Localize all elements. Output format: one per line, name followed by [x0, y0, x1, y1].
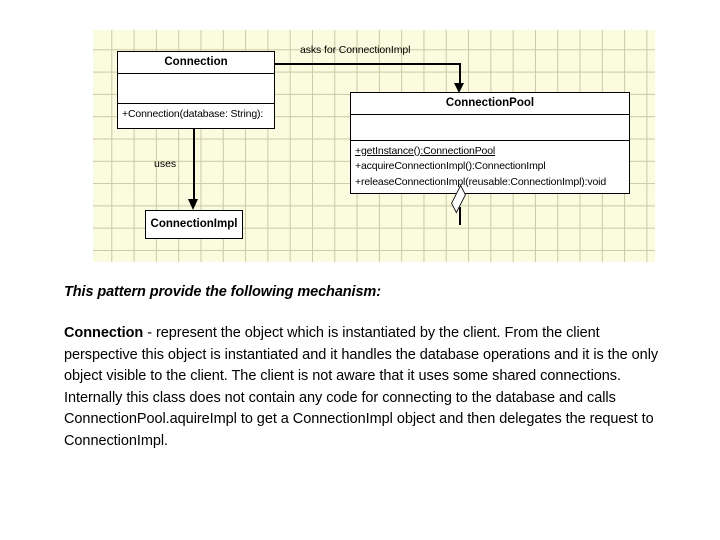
association-line-asks-horizontal	[275, 63, 461, 65]
aggregation-line-stem	[459, 207, 461, 225]
prose-section: This pattern provide the following mecha…	[64, 283, 664, 452]
prose-term: Connection	[64, 325, 144, 342]
class-name-connectionimpl: ConnectionImpl	[150, 217, 238, 230]
class-box-connectionimpl[interactable]: ConnectionImpl	[145, 210, 243, 239]
association-label-asks: asks for ConnectionImpl	[300, 44, 411, 56]
prose-heading: This pattern provide the following mecha…	[64, 284, 381, 300]
class-box-connectionpool[interactable]: ConnectionPool +getInstance():Connection…	[350, 92, 630, 194]
association-line-uses	[193, 128, 195, 202]
association-line-asks-vertical	[459, 63, 461, 88]
attributes-compartment-connection	[118, 72, 274, 103]
operations-compartment-connection: +Connection(database: String):	[118, 102, 274, 128]
arrowhead-icon-asks	[454, 83, 464, 93]
uml-diagram-canvas: Connection +Connection(database: String)…	[93, 30, 655, 262]
attributes-compartment-connectionpool	[351, 113, 629, 140]
class-name-connection: Connection	[164, 56, 228, 68]
operations-compartment-connectionpool: +getInstance():ConnectionPool +acquireCo…	[351, 139, 629, 194]
operation-row: +getInstance():ConnectionPool	[355, 144, 496, 157]
operation-row: +acquireConnectionImpl():ConnectionImpl	[355, 160, 546, 172]
prose-body-text: - represent the object which is instanti…	[64, 325, 659, 449]
class-box-connection[interactable]: Connection +Connection(database: String)…	[117, 51, 275, 129]
prose-body: Connection - represent the object which …	[64, 323, 664, 452]
association-label-uses: uses	[154, 158, 177, 170]
operation-row: +Connection(database: String):	[122, 107, 264, 120]
operation-row: +releaseConnectionImpl(reusable:Connecti…	[355, 175, 607, 188]
class-name-connectionpool: ConnectionPool	[445, 97, 535, 109]
arrowhead-icon-uses	[188, 199, 198, 210]
